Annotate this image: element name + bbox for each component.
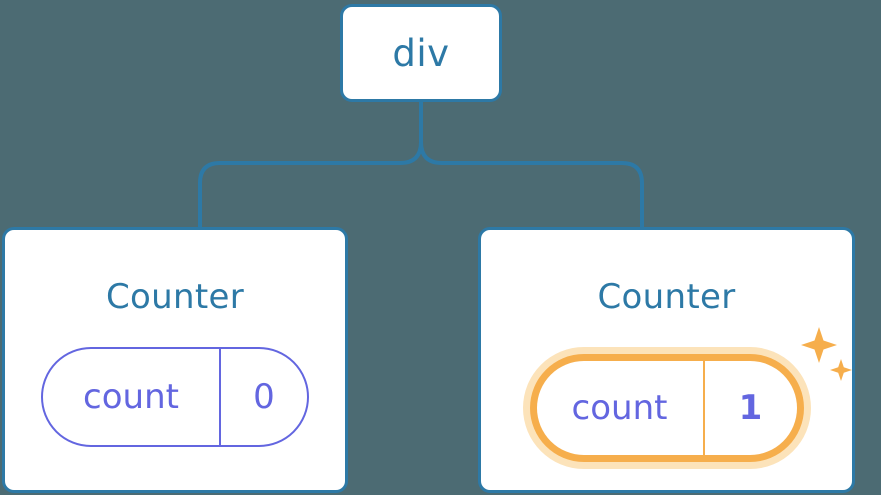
state-key: count <box>83 377 179 417</box>
state-pill-wrapper-highlighted: count 1 <box>522 327 852 469</box>
root-node-div[interactable]: div <box>340 4 502 102</box>
state-pill-wrapper: count 0 <box>41 347 309 447</box>
state-pill[interactable]: count 1 <box>536 361 797 455</box>
edge-to-left-counter <box>198 100 423 229</box>
state-value: 1 <box>702 361 797 455</box>
state-pill-glow-ring: count 1 <box>522 347 811 469</box>
edge-to-right-counter <box>419 100 644 229</box>
component-card-counter-right[interactable]: Counter count 1 <box>478 227 855 493</box>
state-value: 0 <box>219 349 307 445</box>
component-card-counter-left[interactable]: Counter count 0 <box>2 227 348 493</box>
root-node-label: div <box>392 31 450 75</box>
sparkle-small-icon <box>829 359 852 381</box>
sparkles-group <box>800 327 852 381</box>
component-title: Counter <box>597 277 736 317</box>
sparkle-large-icon <box>800 327 837 363</box>
state-pill[interactable]: count 0 <box>41 347 309 447</box>
state-key: count <box>571 388 668 428</box>
state-pill-highlight-ring: count 1 <box>529 354 804 462</box>
component-title: Counter <box>106 277 244 317</box>
